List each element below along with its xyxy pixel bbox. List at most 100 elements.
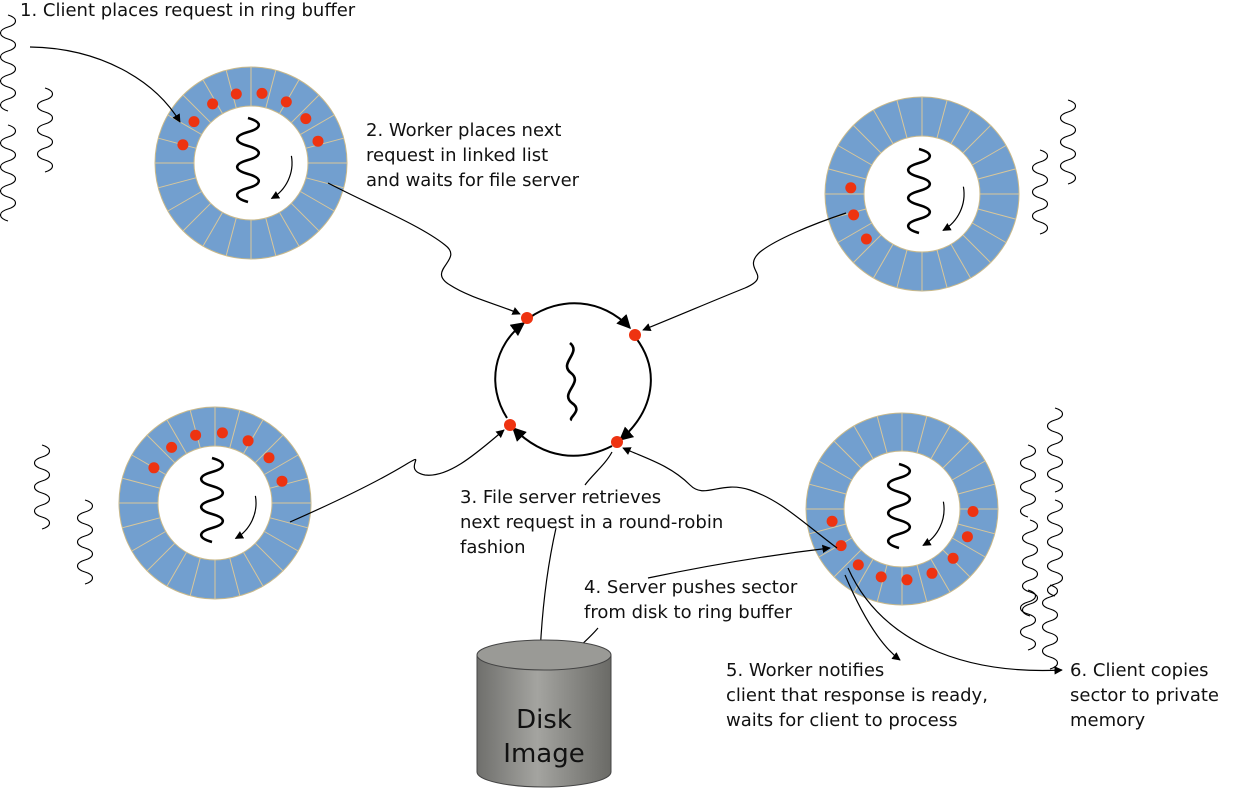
- ring-slot-divider: [936, 100, 948, 139]
- client-thread-squiggle-icon: [1046, 499, 1064, 597]
- step3-label-line3: fashion: [460, 537, 526, 558]
- ring-slot-divider: [158, 177, 197, 189]
- thread-squiggle-icon: [906, 147, 932, 235]
- ring-slot-divider: [305, 177, 344, 189]
- client-thread-squiggle-icon: [1019, 589, 1037, 651]
- ring-direction-arrow: [270, 155, 293, 200]
- ring-slot-divider: [202, 79, 223, 114]
- ring-slot-divider: [809, 523, 847, 535]
- ring-slot-divider: [189, 557, 201, 596]
- request-dot-icon: [230, 88, 242, 100]
- ring-buffer-top-left: [154, 66, 348, 260]
- client-thread-squiggle-icon: [33, 444, 51, 530]
- ring-slot-divider: [264, 531, 299, 552]
- step4-label-line1: 4. Server pushes sector: [584, 577, 798, 598]
- ring-slot-divider: [971, 222, 1007, 243]
- ring-direction-arrow: [922, 501, 945, 546]
- ring-slot-divider: [818, 460, 853, 481]
- ring-slot-divider: [243, 552, 264, 587]
- ring-slot-divider: [951, 460, 986, 481]
- ring-slot-divider: [957, 483, 995, 495]
- ring-slot-divider: [146, 434, 176, 464]
- client-thread-squiggle-icon: [1021, 519, 1039, 617]
- ring-slot-divider: [305, 137, 344, 149]
- ring-buffer-top-right: [824, 96, 1020, 292]
- step5-label-line2: client that response is ready,: [726, 685, 988, 706]
- queue-entry-dot: [611, 436, 623, 448]
- ring-slot-divider: [873, 243, 894, 279]
- ring-slot-divider: [166, 552, 187, 587]
- ring-slot-divider: [873, 109, 894, 145]
- queue-arc-top: [528, 302, 631, 330]
- ring-slot-divider: [290, 94, 320, 124]
- request-dot-icon: [148, 462, 160, 474]
- step3-to-disk-arrow: [536, 527, 557, 656]
- ring-slot-divider: [131, 531, 166, 552]
- ring-slot-divider: [833, 440, 862, 469]
- ring-direction-arrow: [234, 495, 257, 540]
- request-dot-icon: [826, 515, 838, 527]
- client-thread-squiggle-icon: [76, 499, 94, 585]
- ring-slot-divider: [962, 125, 991, 154]
- step6-label-line3: memory: [1070, 710, 1146, 731]
- thread-squiggle-icon: [235, 116, 261, 204]
- ring-slot-divider: [229, 557, 241, 596]
- request-dot-icon: [280, 96, 292, 108]
- ring-buffer-bottom-left: [118, 406, 312, 600]
- request-dot-icon: [263, 452, 275, 464]
- request-dot-icon: [207, 98, 219, 110]
- file-server-queue: [494, 302, 652, 457]
- queue-entry-dot: [629, 329, 641, 341]
- ring-slot-divider: [853, 425, 874, 460]
- disk-body: [476, 654, 612, 788]
- ring-slot-divider: [225, 217, 237, 256]
- ring-slot-divider: [290, 202, 320, 232]
- queue-entry-dot: [521, 312, 533, 324]
- ring-slot-divider: [122, 477, 161, 489]
- request-dot-icon: [926, 567, 938, 579]
- client-thread-squiggle-icon: [1059, 99, 1077, 185]
- client-thread-squiggle-icon: [1031, 149, 1049, 235]
- request-dot-icon: [848, 209, 860, 221]
- request-dot-icon: [961, 531, 973, 543]
- step6-label-line2: sector to private: [1070, 685, 1219, 706]
- request-dot-icon: [901, 574, 913, 586]
- ring-slot-divider: [265, 217, 277, 256]
- step4-label-line2: from disk to ring buffer: [584, 602, 793, 623]
- ring-slot-divider: [225, 70, 237, 109]
- connector-arrows: [29, 46, 1063, 675]
- ring-slot-divider: [166, 419, 187, 454]
- thread-squiggle-icon: [199, 456, 225, 544]
- ring-direction-arrow: [942, 186, 965, 231]
- request-dot-icon: [875, 571, 887, 583]
- request-dot-icon: [947, 552, 959, 564]
- ring-slot-divider: [202, 212, 223, 247]
- ring-slot-divider: [962, 234, 991, 263]
- request-dot-icon: [312, 135, 324, 147]
- ring-slot-divider: [971, 145, 1007, 166]
- ring-slot-divider: [146, 542, 176, 572]
- ring-slot-divider: [269, 517, 308, 529]
- client-thread-squiggle-icon: [36, 87, 54, 173]
- ring-slot-divider: [229, 410, 241, 449]
- ring-slot-divider: [837, 145, 873, 166]
- ring-slot-divider: [942, 440, 971, 469]
- disk-top: [476, 639, 612, 671]
- top-right-to-queue-arrow: [642, 212, 847, 332]
- ring-slot-divider: [930, 558, 951, 593]
- ring-slot-divider: [243, 419, 264, 454]
- step5-arrow: [844, 574, 901, 661]
- ring-slot-divider: [279, 212, 300, 247]
- ring-slot-divider: [876, 564, 888, 602]
- request-dot-icon: [845, 182, 857, 194]
- step2-label-line2: request in linked list: [366, 145, 548, 166]
- ring-slot-divider: [833, 549, 862, 578]
- disk-cylinder-icon: Disk Image: [476, 639, 612, 788]
- ring-slot-divider: [828, 168, 867, 180]
- step-labels: 1. Client places request in ring buffer …: [20, 0, 1219, 731]
- ring-slot-divider: [950, 109, 971, 145]
- ring-slot-divider: [131, 454, 166, 475]
- ring-slot-divider: [896, 249, 908, 288]
- ring-slot-divider: [930, 425, 951, 460]
